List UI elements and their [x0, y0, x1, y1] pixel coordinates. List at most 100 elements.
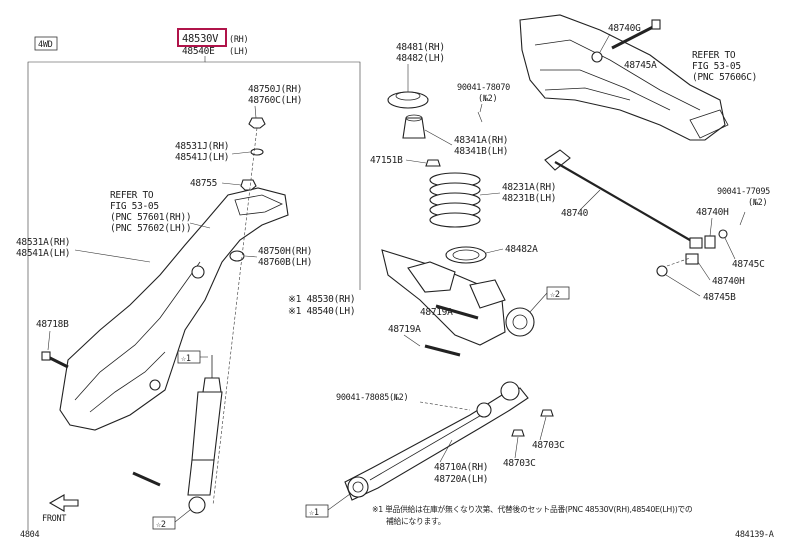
bolt-48719a-lower[interactable]	[424, 344, 461, 357]
spring-insulator-48482a[interactable]	[445, 246, 487, 264]
label-48719a-top[interactable]: 48719A	[420, 307, 453, 318]
shock-absorber-body[interactable]	[191, 391, 223, 461]
label-48703c-b[interactable]: 48703C	[503, 458, 536, 469]
leader-48740h-a	[709, 217, 713, 237]
label-48482[interactable]: 48482(LH)	[396, 53, 445, 64]
footnote-line-2: 補給になります。	[386, 516, 445, 526]
star2-mid: ☆2	[550, 290, 560, 300]
label-48760c[interactable]: 48760C(LH)	[248, 95, 303, 106]
footnote-line-1: ※1 単品供給は在庫が無くなり次第、代替後のセット品番(PNC 48530V(R…	[372, 504, 693, 514]
washer-48745b[interactable]	[656, 265, 668, 277]
coil-spring-48231a[interactable]	[429, 172, 481, 228]
part-number-48530v[interactable]: 48530V	[182, 33, 219, 45]
label-48760b[interactable]: 48760B(LH)	[258, 257, 313, 268]
label-48530-star[interactable]: ※1 48530(RH)	[288, 294, 356, 305]
refer-right-3: (PNC 57606C)	[692, 72, 757, 83]
axle-tube	[407, 261, 456, 293]
arm-rib	[369, 409, 491, 481]
label-48541j[interactable]: 48541J(LH)	[175, 152, 230, 163]
leader-48750j	[254, 105, 257, 119]
label-48740g[interactable]: 48740G	[608, 23, 641, 34]
label-48540-star[interactable]: ※1 48540(LH)	[288, 306, 356, 317]
lower-bolt	[132, 471, 161, 487]
frame-rib-1	[534, 39, 701, 111]
nut-48750j[interactable]	[248, 117, 266, 129]
cushion-48750h[interactable]	[229, 250, 245, 262]
label-48482a[interactable]: 48482A	[505, 244, 538, 255]
leader-48745b	[665, 274, 701, 297]
bushing-48740h-a[interactable]	[704, 235, 716, 249]
label-48750j[interactable]: 48750J(RH)	[248, 84, 303, 95]
label-48481[interactable]: 48481(RH)	[396, 42, 445, 53]
label-48531a[interactable]: 48531A(RH)	[16, 237, 71, 248]
washer-48745c[interactable]	[718, 229, 728, 239]
bump-stopper-48341a[interactable]	[402, 117, 426, 139]
refer-left-4: (PNC 57602(LH))	[110, 223, 191, 234]
label-48710a[interactable]: 48710A(RH)	[434, 462, 489, 473]
leader-48740h-b	[697, 261, 711, 281]
label-90041-78070[interactable]: 90041-78070	[457, 83, 510, 93]
arm-bolt-dashed	[419, 401, 471, 411]
label-48755[interactable]: 48755	[190, 178, 217, 189]
nut-48703c-a[interactable]	[540, 409, 554, 417]
label-48745a[interactable]: 48745A	[624, 60, 657, 71]
label-48740h-a[interactable]: 48740H	[696, 207, 729, 218]
highlight-box	[177, 28, 227, 47]
assembly-axis-dashed	[212, 127, 258, 506]
label-48703c-a[interactable]: 48703C	[532, 440, 565, 451]
bracket-47151b[interactable]	[425, 159, 441, 167]
arm-bushing-mid	[476, 402, 492, 418]
bolt-48718b[interactable]	[47, 355, 69, 369]
label-47151b[interactable]: 47151B	[370, 155, 403, 166]
bolt-90041-77095	[739, 211, 746, 226]
label-48740h-b[interactable]: 48740H	[712, 276, 745, 287]
label-90041-78085[interactable]: 90041-78085(№2)	[336, 393, 409, 403]
bolt-48718b-head	[41, 351, 51, 361]
label-48718b[interactable]: 48718B	[36, 319, 69, 330]
bracket-bolt-hole	[191, 265, 205, 279]
leader-star2-bottom	[174, 509, 191, 523]
shock-top-rod-cap	[202, 377, 222, 393]
rod-end-lower	[689, 237, 703, 249]
arm-bushing-front	[347, 476, 369, 498]
part-number-48540e[interactable]: 48540E	[182, 46, 215, 57]
label-48745b[interactable]: 48745B	[703, 292, 736, 303]
bushing-48740h-b[interactable]	[685, 253, 699, 265]
part-suffix-lh: (LH)	[229, 47, 248, 57]
label-90041-77095-qty: (№2)	[748, 198, 767, 208]
label-48341b[interactable]: 48341B(LH)	[454, 146, 509, 157]
label-48740[interactable]: 48740	[561, 208, 589, 219]
refer-right-2[interactable]: FIG 53-05	[692, 61, 741, 72]
star2-bottom-box	[152, 516, 176, 530]
suspension-bracket-48531a[interactable]	[59, 187, 289, 431]
leader-48703c-a	[539, 416, 547, 441]
front-label: FRONT	[42, 514, 66, 524]
label-48231b[interactable]: 48231B(LH)	[502, 193, 557, 204]
label-48719a-bot[interactable]: 48719A	[388, 324, 421, 335]
label-90041-77095[interactable]: 90041-77095	[717, 187, 770, 197]
leader-48718b	[47, 330, 51, 351]
label-48750h[interactable]: 48750H(RH)	[258, 246, 313, 257]
nut-48703c-b[interactable]	[511, 429, 525, 437]
refer-left-2[interactable]: FIG 53-05	[110, 201, 159, 212]
figure-code: 484139-A	[735, 530, 774, 540]
leader-refer-left	[189, 222, 211, 229]
leader-48710a	[439, 439, 453, 463]
star1-left: ☆1	[181, 354, 191, 364]
bolt-48745a[interactable]	[611, 24, 656, 50]
label-48541a[interactable]: 48541A(LH)	[16, 248, 71, 259]
leader-48231a	[479, 192, 501, 196]
nut-48755[interactable]	[240, 179, 257, 191]
bolt-48719a-upper[interactable]	[435, 304, 479, 320]
label-48231a[interactable]: 48231A(RH)	[502, 182, 557, 193]
label-48341a[interactable]: 48341A(RH)	[454, 135, 509, 146]
drive-tag-box	[34, 36, 58, 51]
lateral-rod-48740[interactable]	[554, 161, 696, 244]
bushing-48740g[interactable]	[591, 51, 603, 63]
label-48745c[interactable]: 48745C	[732, 259, 765, 270]
washer-48531j[interactable]	[250, 148, 264, 156]
axle-hub-inner	[512, 314, 528, 330]
label-48720a[interactable]: 48720A(LH)	[434, 474, 489, 485]
star1-bottom: ☆1	[309, 508, 319, 518]
label-48531j[interactable]: 48531J(RH)	[175, 141, 230, 152]
